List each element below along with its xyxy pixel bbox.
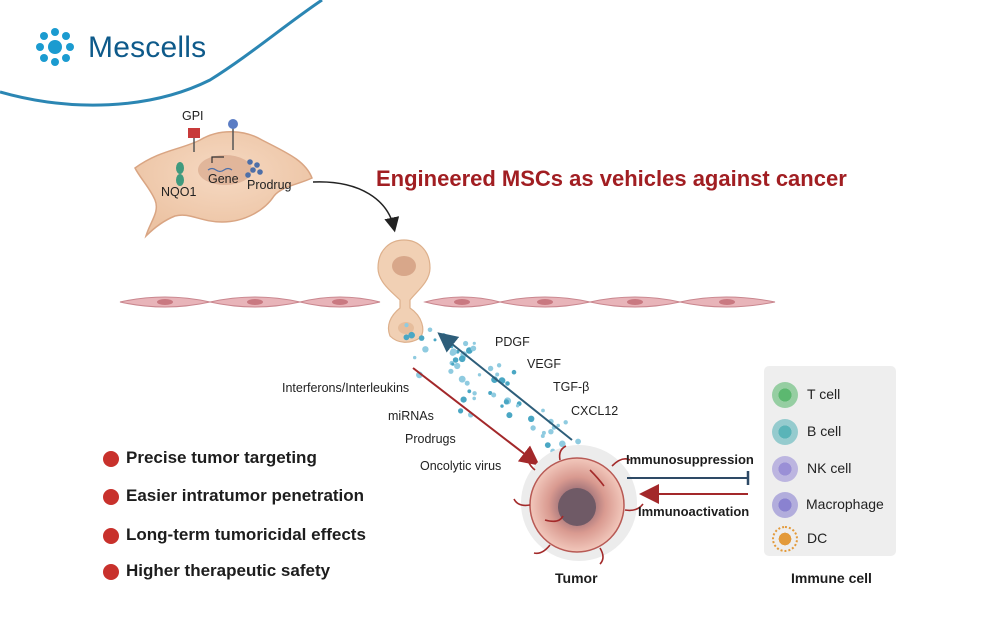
page-title: Engineered MSCs as vehicles against canc… — [376, 166, 847, 191]
particle — [422, 346, 429, 353]
immune-cell-name: T cell — [807, 386, 841, 402]
gpi-label: GPI — [182, 109, 204, 123]
factor-out-label: PDGF — [495, 335, 530, 349]
factor-out-label: VEGF — [527, 357, 562, 371]
feature-text: Long-term tumoricidal effects — [126, 525, 366, 544]
particle — [563, 420, 568, 425]
particle — [463, 340, 469, 347]
particle — [540, 434, 545, 438]
particle — [404, 323, 409, 328]
immune-cell-icon — [772, 492, 798, 518]
immune-cell-icon — [772, 382, 798, 408]
immune-cell-icon — [772, 419, 798, 445]
particle — [450, 348, 457, 356]
nqo1-label: NQO1 — [161, 185, 197, 199]
particle — [458, 408, 464, 414]
engineered-msc-cell — [134, 119, 313, 239]
factor-out-label: CXCL12 — [571, 404, 619, 418]
particle — [472, 341, 476, 345]
tumor-label: Tumor — [555, 570, 598, 586]
particle — [460, 396, 467, 403]
particle — [427, 327, 433, 333]
prodrug-label: Prodrug — [247, 178, 292, 192]
particle — [408, 331, 415, 339]
particle — [433, 338, 437, 342]
factor-in-label: miRNAs — [388, 409, 434, 423]
particle — [487, 365, 494, 372]
particle — [448, 368, 454, 374]
particle — [511, 369, 517, 375]
particle — [491, 392, 497, 398]
homing-arrow — [312, 181, 400, 233]
particle — [496, 363, 502, 368]
particle — [451, 362, 455, 366]
immune-cell-icon — [772, 526, 798, 552]
brand-name[interactable]: Mescells — [88, 31, 207, 64]
particle — [500, 404, 504, 408]
feature-bullet-icon — [103, 528, 119, 544]
incoming-factor-arrow — [412, 367, 540, 466]
tumor-graphic — [513, 445, 644, 565]
feature-bullet-icon — [103, 489, 119, 505]
factor-in-label: Prodrugs — [405, 432, 456, 446]
particle — [488, 391, 493, 395]
particle — [477, 373, 482, 377]
particle — [575, 438, 581, 445]
particle — [472, 391, 477, 396]
immunoactivation-label: Immunoactivation — [638, 504, 750, 519]
immune-cell-name: NK cell — [807, 460, 852, 476]
transmigrating-msc — [377, 239, 431, 343]
particle — [541, 430, 546, 435]
particle — [505, 381, 510, 386]
factor-out-label: TGF-β — [553, 380, 590, 394]
particle — [458, 375, 466, 383]
immune-cell-name: B cell — [807, 423, 842, 439]
feature-text: Higher therapeutic safety — [126, 561, 331, 580]
immune-cell-name: DC — [807, 530, 828, 546]
gene-label: Gene — [208, 172, 239, 186]
endothelial-layer — [119, 296, 776, 308]
particle — [413, 355, 417, 360]
particle — [467, 389, 472, 394]
particle — [559, 440, 566, 448]
immunosuppression-inhibitor — [627, 471, 750, 485]
particle — [472, 396, 477, 401]
factor-in-label: Interferons/Interleukins — [282, 381, 410, 395]
feature-text: Precise tumor targeting — [126, 448, 317, 467]
particle — [495, 372, 500, 377]
header-swoosh — [0, 0, 323, 107]
particle — [541, 408, 545, 413]
particle — [403, 334, 410, 341]
immunosuppression-label: Immunosuppression — [626, 452, 754, 467]
particle — [454, 362, 461, 370]
particle — [452, 357, 459, 363]
outgoing-factor-arrow — [437, 332, 573, 441]
factor-in-label: Oncolytic virus — [420, 459, 502, 473]
particle — [515, 404, 520, 408]
immune-cell-label: Immune cell — [791, 570, 872, 586]
feature-bullet-icon — [103, 564, 119, 580]
particle — [418, 335, 425, 341]
particle — [556, 423, 560, 428]
particle — [530, 425, 536, 431]
feature-bullet-icon — [103, 451, 119, 467]
immune-cell-name: Macrophage — [806, 496, 884, 512]
particle — [464, 380, 470, 386]
particle — [470, 345, 477, 352]
particle — [544, 442, 551, 448]
particle — [506, 412, 513, 419]
particle — [503, 399, 509, 405]
particle — [548, 429, 554, 435]
immune-cell-icon — [772, 456, 798, 482]
particle — [528, 415, 535, 422]
feature-text: Easier intratumor penetration — [126, 486, 365, 505]
particle — [458, 355, 466, 363]
logo-icon — [36, 28, 74, 66]
